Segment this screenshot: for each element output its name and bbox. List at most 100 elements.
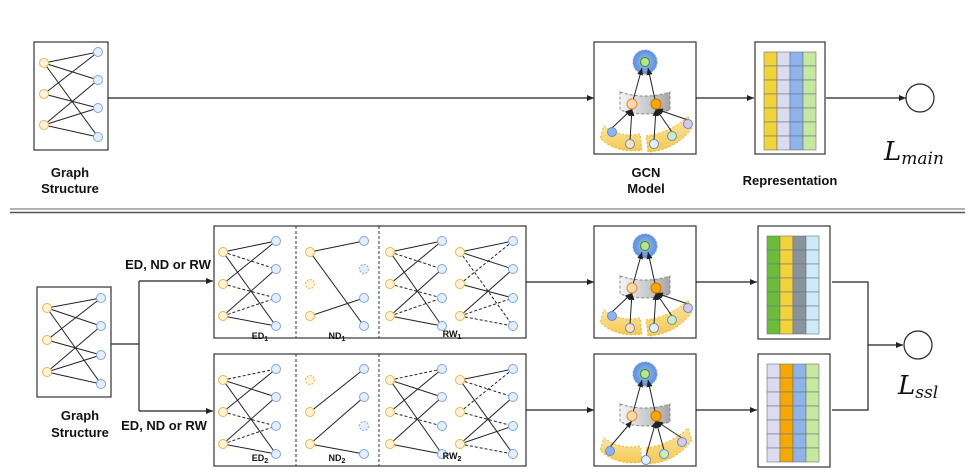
- user-node: [305, 279, 315, 289]
- embedding-cell: [779, 249, 794, 265]
- item-node: [437, 449, 447, 459]
- user-node: [218, 375, 228, 385]
- embedding-cell: [766, 277, 781, 293]
- message-arrow: [655, 292, 689, 305]
- hidden-node: [626, 98, 638, 110]
- top-representation-box: [754, 41, 826, 155]
- dropped-edge: [389, 297, 443, 317]
- user-node: [39, 89, 49, 99]
- user-node: [218, 439, 228, 449]
- embedding-cell: [805, 235, 820, 251]
- embedding-cell: [789, 51, 804, 67]
- message-arrow: [628, 292, 635, 325]
- main-loss-label: Lmain: [883, 137, 944, 169]
- item-node: [359, 321, 369, 331]
- item-node: [508, 236, 518, 246]
- message-arrow: [646, 379, 657, 417]
- embedding-cell: [805, 377, 820, 393]
- embedding-cell: [766, 319, 781, 335]
- edge: [389, 396, 443, 445]
- item-node: [508, 392, 518, 402]
- bottom-graph-label-line2: Structure: [51, 425, 109, 440]
- embedding-cell: [776, 51, 791, 67]
- edge: [389, 268, 443, 317]
- item-node: [508, 321, 518, 331]
- edge: [43, 107, 99, 126]
- augmented-view-2-box: [213, 353, 527, 467]
- neighbor-node: [683, 303, 693, 313]
- item-node: [271, 421, 281, 431]
- embedding-cell: [805, 319, 820, 335]
- embedding-cell: [792, 305, 807, 321]
- embedding-cell: [763, 65, 778, 81]
- item-node: [437, 321, 447, 331]
- edge: [222, 268, 277, 317]
- ssl-loss-label: Lssl: [897, 371, 938, 403]
- embedding-cell: [802, 93, 817, 109]
- embedding-cell: [763, 51, 778, 67]
- user-node: [42, 367, 52, 377]
- user-node: [218, 247, 228, 257]
- dropped-edge: [222, 251, 277, 270]
- embedding-cell: [802, 79, 817, 95]
- embedding-cell: [779, 377, 794, 393]
- message-arrow: [609, 420, 633, 448]
- embedding-cell: [805, 263, 820, 279]
- item-node: [508, 449, 518, 459]
- dropped-edge: [389, 251, 443, 270]
- embedding-cell: [802, 107, 817, 123]
- item-node: [96, 379, 106, 389]
- embedding-cell: [805, 391, 820, 407]
- dropped-edge: [459, 251, 514, 327]
- edge: [309, 251, 365, 327]
- edge: [459, 251, 514, 270]
- edge: [43, 124, 99, 138]
- embedding-cell: [776, 93, 791, 109]
- item-node: [271, 264, 281, 274]
- user-node: [305, 375, 315, 385]
- edge: [222, 368, 277, 413]
- edge: [309, 368, 365, 413]
- edge: [46, 297, 102, 309]
- user-node: [455, 279, 465, 289]
- message-arrow: [645, 420, 657, 457]
- user-node: [305, 439, 315, 449]
- item-node: [93, 103, 103, 113]
- message-arrow: [646, 251, 657, 289]
- embedding-cell: [763, 107, 778, 123]
- embedding-cell: [792, 235, 807, 251]
- item-node: [271, 321, 281, 331]
- embedding-cell: [779, 305, 794, 321]
- embedding-cell: [805, 405, 820, 421]
- view2-panel-ed-label: ED2: [252, 453, 269, 465]
- edge: [459, 240, 514, 253]
- embedding-cell: [763, 135, 778, 151]
- edge: [222, 240, 277, 253]
- embedding-cell: [792, 433, 807, 449]
- item-node: [359, 392, 369, 402]
- top-graph-label-line1: Graph: [51, 165, 89, 180]
- user-node: [385, 375, 395, 385]
- edge: [389, 368, 443, 413]
- embedding-cell: [766, 391, 781, 407]
- embedding-cell: [776, 135, 791, 151]
- embedding-cell: [779, 447, 794, 463]
- embedding-cell: [789, 135, 804, 151]
- item-node: [437, 392, 447, 402]
- edge: [46, 371, 102, 385]
- neighbor-node: [667, 315, 677, 325]
- item-node: [437, 236, 447, 246]
- dropped-edge: [222, 411, 277, 427]
- item-node: [96, 350, 106, 360]
- edge: [43, 51, 99, 64]
- embedding-cell: [805, 433, 820, 449]
- item-node: [271, 293, 281, 303]
- edge: [222, 443, 277, 455]
- edge: [389, 379, 443, 455]
- item-node: [271, 392, 281, 402]
- message-arrow: [631, 251, 644, 289]
- neighbor-node: [667, 131, 677, 141]
- edge: [389, 251, 443, 327]
- item-node: [437, 421, 447, 431]
